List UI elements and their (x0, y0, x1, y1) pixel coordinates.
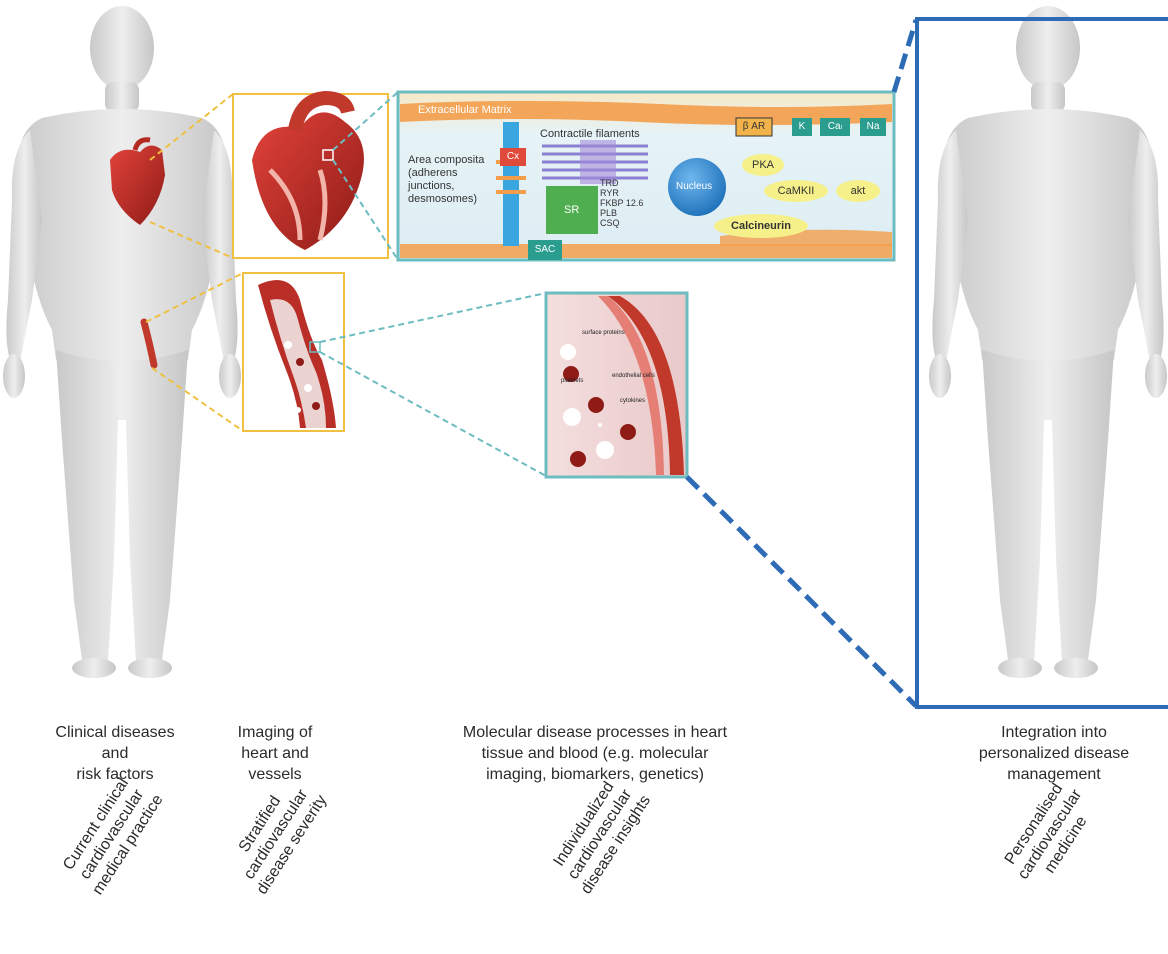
sac-label: SAC (528, 241, 562, 259)
human-figure-left (3, 6, 241, 678)
ca-channel-label: Caₗ (820, 118, 850, 136)
blood-label-cytokines: cytokines (620, 398, 645, 404)
area-composita-label: Area composita (adherens junctions, desm… (408, 154, 484, 206)
blood-label-endothelial: endothelial cells (612, 373, 655, 379)
filaments-label: Contractile filaments (540, 128, 640, 141)
sr-proteins-label: TRD RYR FKBP 12.6 PLB CSQ (600, 178, 643, 228)
zoom-lines-blood (320, 293, 546, 476)
sr-label: SR (564, 204, 579, 217)
na-channel-label: Na (860, 118, 886, 136)
calcineurin-label: Calcineurin (714, 214, 808, 238)
human-figure-right (929, 6, 1167, 678)
akt-label: akt (836, 180, 880, 202)
blood-label-surface-proteins: surface proteins (582, 330, 625, 336)
pka-label: PKA (742, 154, 784, 176)
blood-label-platelets: platelets (561, 378, 583, 384)
camkii-label: CaMKII (764, 180, 828, 202)
nucleus-label: Nucleus (676, 180, 712, 193)
column-3-title: Molecular disease processes in heart tis… (395, 722, 795, 785)
cx-label: Cx (500, 148, 526, 166)
beta-ar-label: β AR (736, 118, 772, 136)
k-channel-label: K (792, 118, 812, 136)
ecm-label: Extracellular Matrix (418, 104, 512, 117)
